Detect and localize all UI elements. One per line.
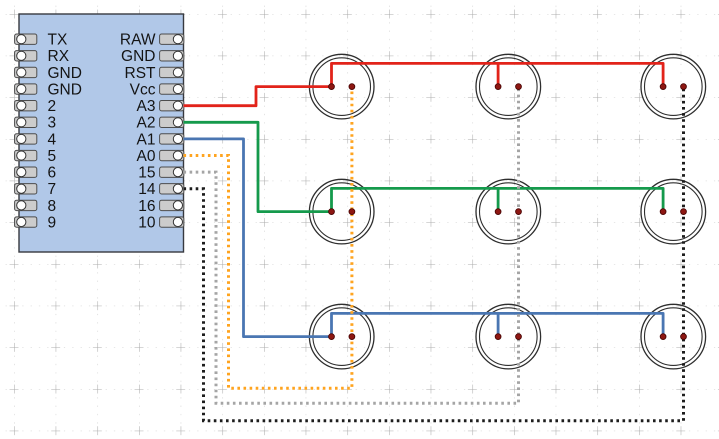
button-r2-c2[interactable] [475,178,542,245]
button-r1-c3-pin-left[interactable] [659,83,667,90]
chip-pin-label-right-9: 14 [138,181,156,198]
button-r2-c3-pin-right[interactable] [680,208,687,215]
chip-pin-label-left-8: 6 [48,165,57,182]
button-r1-c3-pin-right[interactable] [680,83,687,90]
button-r3-c1-pin-left[interactable] [328,333,335,340]
chip-pin-label-left-5: 3 [48,115,57,132]
chip-pin-left-TX[interactable] [14,33,38,45]
button-r1-c3[interactable] [640,53,707,120]
chip-pin-label-left-4: 2 [48,98,57,115]
chip-pin-label-left-9: 7 [48,181,57,198]
chip-pin-right-A1[interactable] [159,133,185,145]
button-r2-c3[interactable] [640,178,707,245]
chip-pin-right-RAW[interactable] [159,33,185,45]
chip-pin-left-GND[interactable] [14,83,38,95]
chip-pin-right-A3[interactable] [159,99,185,112]
microcontroller-body[interactable] [18,13,185,253]
button-r1-c2-pin-right[interactable] [515,83,522,90]
chip-pin-label-left-2: GND [48,65,82,82]
chip-pin-label-right-1: GND [121,48,155,65]
button-r3-c2-pin-right[interactable] [515,333,522,340]
microcontroller-pin-labels: TXRXGNDGND23456789RAWGNDRSTVccA3A2A1A015… [48,32,157,232]
chip-pin-left-6[interactable] [14,166,38,178]
button-r2-c3-pin-left[interactable] [659,208,667,215]
chip-pin-label-right-6: A1 [137,131,156,148]
chip-pin-left-4[interactable] [14,133,38,145]
wire-14-col-right[interactable] [183,86,685,423]
chip-pin-label-left-1: RX [48,48,70,65]
chip-pin-left-7[interactable] [14,183,38,195]
button-r3-c2-pin-left[interactable] [494,333,502,340]
chip-pin-label-right-7: A0 [137,148,156,165]
chip-pin-right-Vcc[interactable] [159,83,185,95]
chip-pin-left-2[interactable] [14,99,38,112]
button-r3-c3-pin-left[interactable] [659,333,667,340]
chip-pin-label-right-8: 15 [138,165,155,182]
chip-pin-label-left-11: 9 [48,214,57,231]
chip-pin-right-14[interactable] [159,183,185,195]
button-r2-c2-pin-left[interactable] [494,208,502,215]
chip-pin-right-A2[interactable] [159,116,185,128]
chip-pin-label-right-5: A2 [137,115,156,132]
button-r3-c3[interactable] [640,303,707,370]
button-r2-c1-pin-left[interactable] [328,208,335,215]
microcontroller-pins [14,33,185,228]
wire-a0-col-left[interactable] [183,86,354,390]
wire-15-col-middle[interactable] [183,86,520,405]
chip-pin-label-right-10: 16 [138,198,155,215]
chip-pin-label-left-0: TX [48,32,68,49]
button-r3-c1-pin-right[interactable] [348,333,356,340]
chip-pin-left-5[interactable] [14,149,38,162]
chip-pin-left-9[interactable] [14,216,38,228]
chip-pin-label-left-3: GND [48,81,82,98]
button-r1-c2[interactable] [475,53,542,120]
chip-pin-label-left-6: 4 [48,131,57,148]
chip-pin-label-right-11: 10 [138,214,156,231]
chip-pin-right-10[interactable] [159,216,185,228]
button-r1-c2-pin-left[interactable] [494,83,502,90]
microcontroller[interactable]: TXRXGNDGND23456789RAWGNDRSTVccA3A2A1A015… [14,13,185,253]
chip-pin-label-right-3: Vcc [130,81,156,98]
button-r3-c2[interactable] [475,303,542,370]
button-r2-c2-pin-right[interactable] [515,208,522,215]
chip-pin-right-RST[interactable] [159,66,185,79]
chip-pin-left-GND[interactable] [14,66,38,79]
chip-pin-right-16[interactable] [159,199,185,212]
button-r3-c3-pin-right[interactable] [680,333,687,340]
chip-pin-left-8[interactable] [14,199,38,212]
chip-pin-left-3[interactable] [14,116,38,128]
chip-pin-left-RX[interactable] [14,50,38,62]
chip-pin-label-right-2: RST [125,65,157,82]
button-r1-c1-pin-right[interactable] [348,83,356,90]
button-r2-c1-pin-right[interactable] [348,208,356,215]
chip-pin-right-15[interactable] [159,166,185,178]
chip-pin-label-right-4: A3 [137,98,156,115]
chip-pin-label-right-0: RAW [120,32,156,49]
button-r1-c1-pin-left[interactable] [328,83,335,90]
chip-pin-label-left-10: 8 [48,198,57,215]
chip-pin-right-A0[interactable] [159,149,185,162]
chip-pin-right-GND[interactable] [159,50,185,62]
button-pin-dots [328,83,687,340]
chip-pin-label-left-7: 5 [48,148,57,165]
